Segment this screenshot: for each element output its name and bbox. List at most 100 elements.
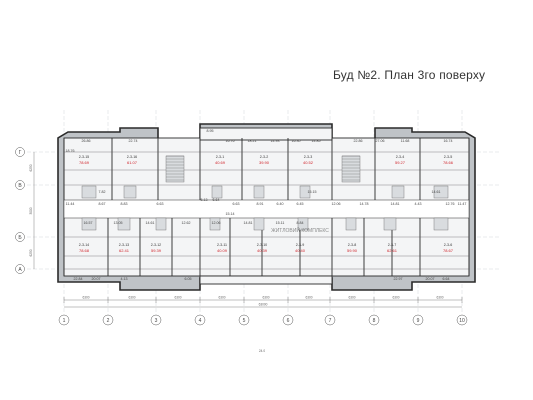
room-area-label: 14.85 [312, 139, 321, 143]
room-area-label: 6.64 [213, 198, 220, 202]
room-area-label: 14.78 [360, 202, 369, 206]
wet-area [253, 185, 265, 199]
apartment-area: 40.39 [257, 248, 268, 253]
side-dimension-label: 6250 [29, 249, 33, 256]
dimension-label: 6300 [128, 296, 135, 300]
room-area-label: 22.74 [129, 139, 138, 143]
room-area-label: 8.91 [257, 202, 264, 206]
wet-area [117, 217, 131, 231]
room-area-label: 11.68 [401, 139, 410, 143]
col-axis-marker [238, 314, 250, 326]
room-area-label: 7.82 [99, 190, 106, 194]
apartment-id: 2-3-12 [151, 243, 161, 247]
row-axis-label: Б [18, 235, 22, 241]
room-area-label: 22.86 [354, 139, 363, 143]
apartment-area: 40.69 [215, 160, 226, 165]
col-axis-label: 3 [155, 318, 158, 324]
apartment-id: 2-3-2 [260, 155, 268, 159]
room-area-label: 18.21 [248, 139, 257, 143]
apartment-id: 2-3-6 [444, 243, 452, 247]
apartment-id: 2-3-5 [444, 155, 452, 159]
wet-area [299, 185, 311, 199]
col-axis-label: 8 [373, 318, 376, 324]
room-area-label: 22.84 [74, 277, 83, 281]
room-area-label: 15.14 [226, 212, 235, 216]
apartment-area: 40.52 [303, 160, 314, 165]
col-axis-label: 6 [287, 318, 290, 324]
row-axis-marker [15, 232, 25, 242]
room-area-label: 8.83 [121, 202, 128, 206]
room-area-label: 12.62 [182, 221, 191, 225]
room-area-label: 27.06 [376, 139, 385, 143]
apartment-area: 62.61 [387, 248, 398, 253]
total-dimension-label: 63000 [259, 303, 268, 307]
col-axis-label: 9 [417, 318, 420, 324]
col-axis-label: 10 [459, 318, 465, 324]
apartment-area: 62.41 [119, 248, 130, 253]
apartment-id: 2-3-10 [257, 243, 267, 247]
row-axis-label: В [18, 183, 22, 189]
row-axis-label: А [18, 267, 22, 273]
room-area-label: 6.40 [277, 202, 284, 206]
apartment-area: 78.66 [443, 160, 454, 165]
room-area-label: 16.76 [226, 139, 235, 143]
apartment-id: 2-3-15 [79, 155, 89, 159]
room-area-label: 4.13 [121, 277, 128, 281]
wet-area [297, 217, 309, 231]
wet-area [341, 155, 361, 183]
room-area-label: 8.67 [99, 202, 106, 206]
page-mark: 24.0 [259, 349, 265, 353]
room-area-label: 8.95 [207, 129, 214, 133]
col-axis-label: 1 [63, 318, 66, 324]
apartment-area: 59.27 [395, 160, 406, 165]
apartment-area: 78.69 [79, 160, 90, 165]
col-axis-label: 5 [243, 318, 246, 324]
dimension-label: 6300 [82, 296, 89, 300]
room-area-label: 6.63 [233, 202, 240, 206]
apartment-area: 40.40 [295, 248, 306, 253]
row-axis-label: Г [19, 150, 22, 156]
room-area-label: 6.64 [443, 277, 450, 281]
col-axis-label: 7 [329, 318, 332, 324]
room-area-label: 20.07 [426, 277, 435, 281]
col-axis-marker [412, 314, 424, 326]
apartment-id: 2-3-1 [216, 155, 224, 159]
col-axis-label: 2 [107, 318, 110, 324]
col-axis-marker [102, 314, 114, 326]
col-axis-marker [58, 314, 70, 326]
dimension-label: 6300 [174, 296, 181, 300]
row-axis-marker [15, 180, 25, 190]
wet-area [383, 217, 397, 231]
bottom-bay [199, 275, 333, 285]
col-axis-label: 4 [199, 318, 202, 324]
wet-area [81, 185, 97, 199]
apartment-area: 78.67 [443, 248, 454, 253]
room-area-label: 11.44 [66, 202, 75, 206]
room-area-label: 12.76 [446, 202, 455, 206]
apartment-id: 2-3-8 [348, 243, 356, 247]
apartment-id: 2-3-11 [217, 243, 227, 247]
building-outline [57, 123, 476, 291]
room-area-label: 15.11 [276, 221, 285, 225]
room-area-label: 15.15 [308, 190, 317, 194]
wet-area [433, 185, 449, 199]
col-axis-marker [324, 314, 336, 326]
col-axis-marker [282, 314, 294, 326]
wet-area [165, 155, 185, 183]
room-area-label: 16.74 [444, 139, 453, 143]
side-dimension-label: 6250 [29, 164, 33, 171]
row-axis-marker [15, 147, 25, 157]
apartment-id: 2-3-3 [304, 155, 312, 159]
apartment-id: 2-3-9 [296, 243, 304, 247]
room-area-label: 12.06 [332, 202, 341, 206]
wet-area [433, 217, 449, 231]
col-axis-marker [368, 314, 380, 326]
room-area-label: 12.06 [212, 221, 221, 225]
dimension-label: 6300 [262, 296, 269, 300]
room-area-label: 4.43 [415, 202, 422, 206]
wet-area [211, 185, 223, 199]
dimension-label: 6300 [392, 296, 399, 300]
apartment-labels: 2-3-1578.692-3-1661.072-3-140.692-3-239.… [66, 129, 467, 281]
